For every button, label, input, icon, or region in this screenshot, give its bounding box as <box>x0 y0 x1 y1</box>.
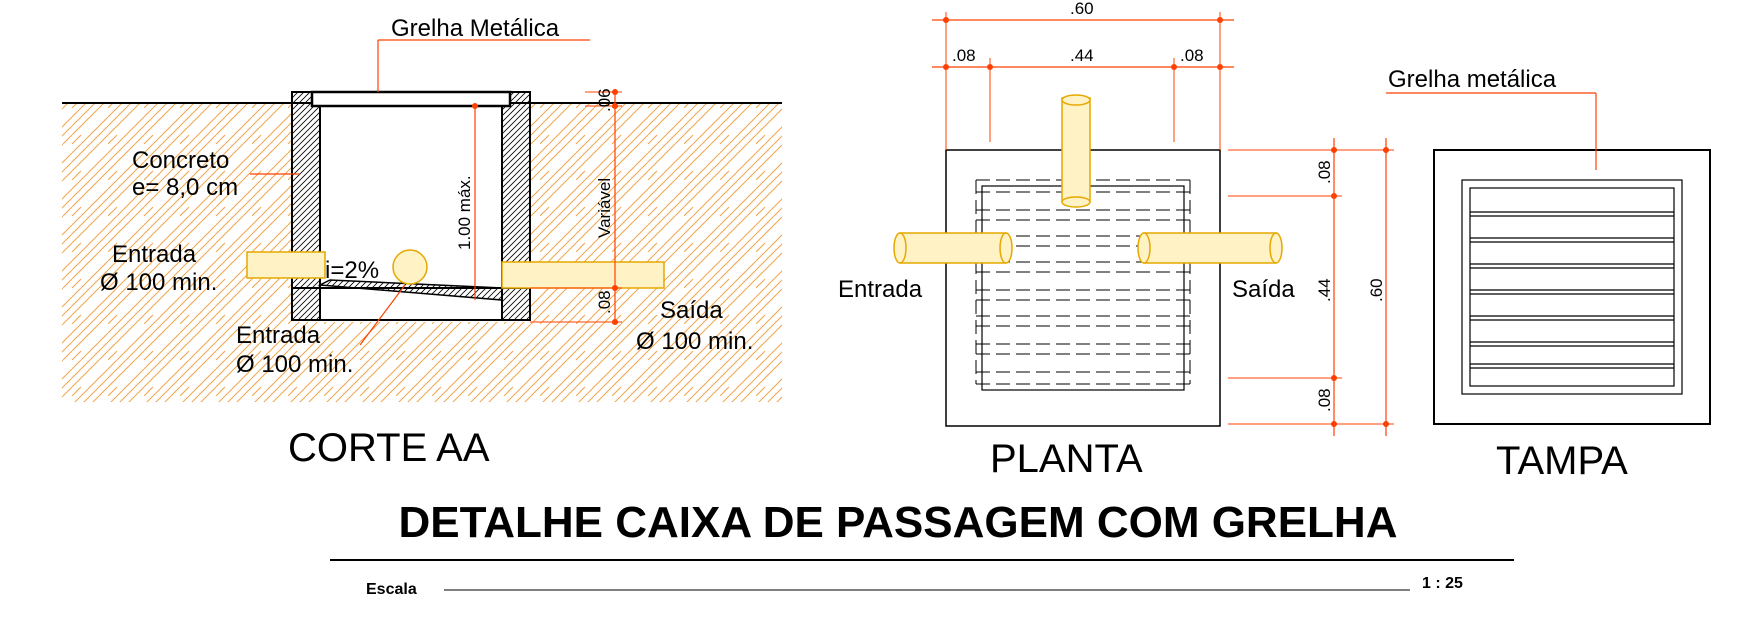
dim-tick-t2 <box>1217 17 1223 23</box>
title-block: DETALHE CAIXA DE PASSAGEM COM GRELHA Esc… <box>330 498 1514 598</box>
planta-left-pipe-end <box>893 232 907 264</box>
dim-tick-p3 <box>1171 64 1177 70</box>
soil-left <box>62 103 782 402</box>
planta-top-pipe-end <box>1061 94 1091 106</box>
dim-tick-p1 <box>943 64 949 70</box>
tampa-outer <box>1433 149 1711 425</box>
concrete-wall-left <box>291 91 321 321</box>
dim-right-label: .08 <box>1180 46 1204 65</box>
entrada-bottom-leader <box>359 284 406 346</box>
planta-grate-bars <box>975 179 1191 385</box>
entrada-left-label: Entrada <box>112 241 197 268</box>
entrada-pipe-front <box>392 249 428 285</box>
planta-left-pipe <box>899 232 1007 264</box>
entrada-pipe-left <box>246 251 326 279</box>
planta-right-pipe-end <box>1137 232 1151 264</box>
dim-tick-s5 <box>1383 147 1389 153</box>
saida-label: Saída <box>660 297 723 324</box>
planta-left-pipe-end2 <box>999 232 1013 264</box>
metal-grate <box>310 90 512 108</box>
dim-tick-s3 <box>1331 375 1337 381</box>
dim-tick-s6 <box>1383 421 1389 427</box>
dim-tick-s4 <box>1331 421 1337 427</box>
dim-side-mid-label: .44 <box>1315 278 1334 302</box>
dim-tick-p2 <box>987 64 993 70</box>
concreto-label: Concreto <box>132 147 229 174</box>
dim-side-top-label: .08 <box>1315 160 1334 184</box>
planta-section: Entrada Saída .60 .08 .44 .08 .08 .44 <box>838 0 1394 481</box>
planta-right-pipe <box>1143 232 1277 264</box>
dim-tick-s1 <box>1331 147 1337 153</box>
planta-top-pipe <box>1061 97 1091 203</box>
planta-saida-label: Saída <box>1232 276 1295 303</box>
entrada-left-diam-label: Ø 100 min. <box>100 269 217 296</box>
tampa-title: TAMPA <box>1496 439 1628 483</box>
planta-right-pipe-end2 <box>1269 232 1283 264</box>
dim-tick-s2 <box>1331 193 1337 199</box>
main-title: DETALHE CAIXA DE PASSAGEM COM GRELHA <box>398 498 1397 547</box>
concreto-thickness-label: e= 8,0 cm <box>132 174 238 201</box>
dim-side-bottom-label: .08 <box>1315 388 1334 412</box>
saida-pipe <box>501 261 665 289</box>
dim-height-tick-top <box>472 103 478 109</box>
tampa-section: Grelha metálica TAMPA <box>1386 66 1711 483</box>
dim-mid-label: .44 <box>1070 46 1094 65</box>
dim-total-side-label: .60 <box>1367 278 1386 302</box>
scale-value: 1 : 25 <box>1422 575 1463 592</box>
corte-aa-section: Grelha Metálica Concreto e= 8,0 cm Entra… <box>62 15 782 470</box>
entrada-bottom-label: Entrada <box>236 322 321 349</box>
entrada-bottom-diam-label: Ø 100 min. <box>236 351 353 378</box>
planta-top-pipe-end2 <box>1061 196 1091 208</box>
dim-top-label: .06 <box>595 88 614 112</box>
dim-left-label: .08 <box>952 46 976 65</box>
dim-bottom-label: .08 <box>595 290 614 314</box>
dim-tick-t1 <box>943 17 949 23</box>
planta-title: PLANTA <box>990 437 1143 481</box>
dim-height-label: 1.00 máx. <box>455 175 474 250</box>
dim-total-top-label: .60 <box>1070 0 1094 18</box>
tampa-grelha-label: Grelha metálica <box>1388 66 1557 93</box>
grate-label: Grelha Metálica <box>391 15 560 42</box>
planta-inner <box>981 185 1185 391</box>
scale-label: Escala <box>366 581 417 598</box>
tampa-grate-bars <box>1461 179 1683 395</box>
planta-entrada-label: Entrada <box>838 276 923 303</box>
dim-variable-label: Variável <box>595 178 614 238</box>
saida-diam-label: Ø 100 min. <box>636 328 753 355</box>
corte-title: CORTE AA <box>288 426 490 470</box>
slope-label: i=2% <box>325 257 379 284</box>
dim-tick-p4 <box>1217 64 1223 70</box>
